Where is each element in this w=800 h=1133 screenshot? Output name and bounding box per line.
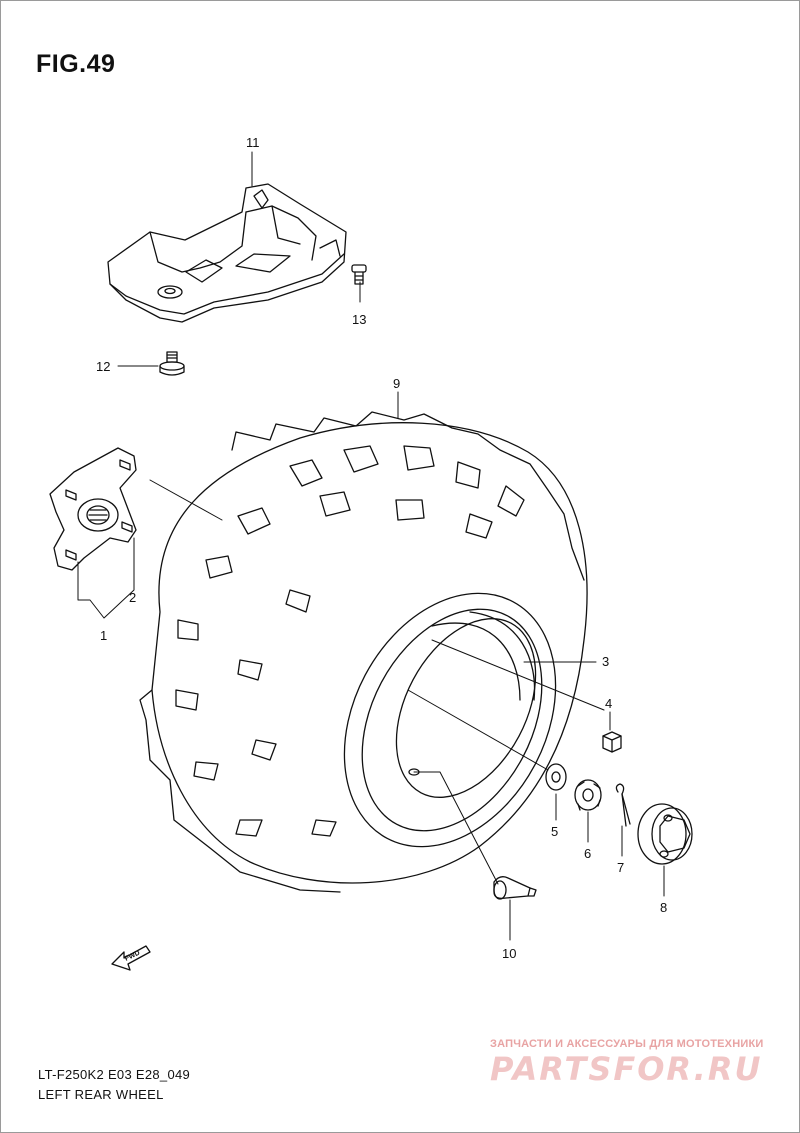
valve-stem-10-drawing	[493, 876, 537, 900]
bolt-13-drawing	[351, 264, 367, 285]
tire-drawing	[139, 411, 588, 893]
callout-11: 11	[246, 135, 260, 150]
wheel-hub-drawing	[49, 447, 137, 571]
watermark-logo: PARTSFOR.RU	[490, 1050, 763, 1088]
washer-5-drawing	[545, 763, 567, 791]
fwd-direction-arrow: FWD	[111, 945, 151, 971]
watermark-tagline: ЗАПЧАСТИ И АКСЕССУАРЫ ДЛЯ МОТОТЕХНИКИ	[490, 1038, 764, 1050]
callout-10: 10	[502, 946, 516, 961]
hub-cap-8-drawing	[637, 803, 693, 865]
callout-6: 6	[584, 846, 591, 861]
bolt-12-drawing	[159, 351, 185, 376]
callout-12: 12	[96, 359, 110, 374]
castle-nut-6-drawing	[574, 779, 602, 811]
callout-3: 3	[602, 654, 609, 669]
callout-5: 5	[551, 824, 558, 839]
mud-guard-drawing	[107, 183, 347, 323]
nut-4-drawing	[602, 731, 622, 753]
callout-8: 8	[660, 900, 667, 915]
model-code: LT-F250K2 E03 E28_049	[38, 1067, 191, 1082]
section-name: LEFT REAR WHEEL	[38, 1087, 164, 1102]
leader-lines	[77, 151, 665, 941]
cotter-pin-7-drawing	[615, 783, 631, 827]
callout-2: 2	[129, 590, 136, 605]
callout-7: 7	[617, 860, 624, 875]
figure-title: FIG.49	[36, 50, 116, 78]
callout-9: 9	[393, 376, 400, 391]
callout-numbers: 11 13 12 9 2 1 3 4 5 6 7 8 10	[96, 135, 667, 961]
callout-1: 1	[100, 628, 107, 643]
callout-13: 13	[352, 312, 366, 327]
callout-4: 4	[605, 696, 612, 711]
